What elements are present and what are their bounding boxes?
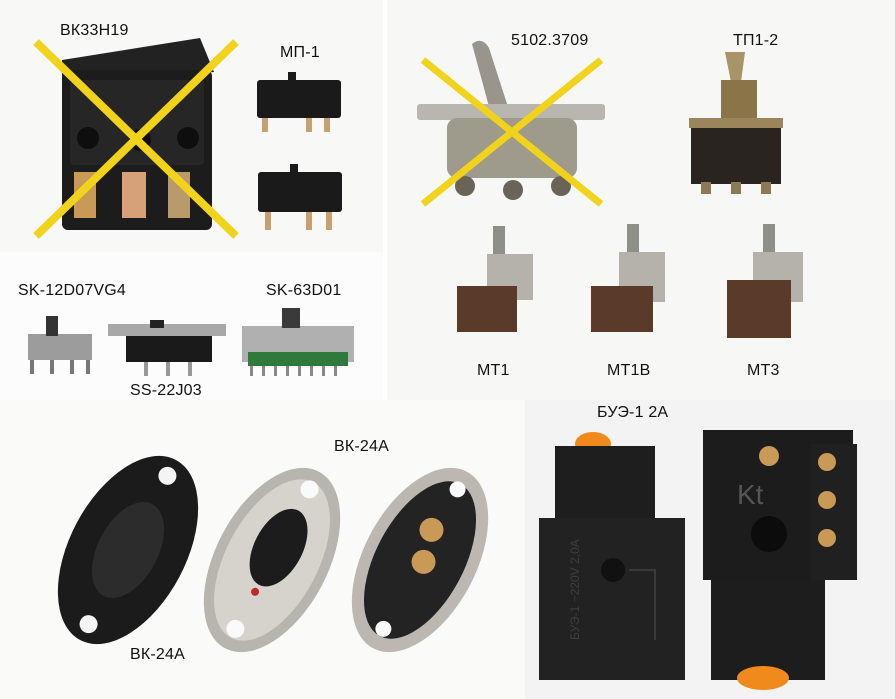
label-vk33n19: ВК33Н19 [60, 22, 129, 39]
panel-bue1-switch: БУЭ-1 ~220V 2,0A Kt БУЭ-1 2А [525, 400, 895, 699]
vk33n19-switch [62, 38, 214, 230]
label-bue1: БУЭ-1 2А [597, 404, 669, 421]
panel-rocker-and-microswitches: ВК33Н19 МП-1 [0, 0, 383, 252]
vk24a-black [57, 455, 199, 645]
label-ss22j03: SS-22J03 [130, 382, 202, 399]
photo-rocker-microswitches [33, 38, 342, 239]
bue1-marking: БУЭ-1 ~220V 2,0A [568, 539, 582, 640]
panel-slide-switches: SK-12D07VG4 SK-63D01 SS-22J03 [0, 252, 383, 400]
photo-bue1-switch: БУЭ-1 ~220V 2,0A Kt [539, 430, 857, 690]
label-mt1: МТ1 [477, 362, 510, 379]
sk63d01-switch [242, 308, 354, 376]
mp1-microswitch-top [257, 72, 341, 132]
photo-slide-switches [28, 308, 354, 376]
mt1-switch [457, 226, 533, 332]
mp1-microswitch-bottom [258, 164, 342, 230]
label-sk63d01: SK-63D01 [266, 282, 342, 299]
label-vk24a-top: ВК-24А [334, 438, 389, 455]
label-vk24a-bottom: ВК-24А [130, 646, 185, 663]
vk24a-open [351, 467, 489, 653]
label-mp1: МП-1 [280, 44, 320, 61]
label-mt1v: МТ1В [607, 362, 651, 379]
panel-toggle-switches: 5102.3709 ТП1-2 МТ1 МТ1В МТ3 [387, 0, 895, 400]
mt3-switch [727, 224, 803, 338]
photo-toggle-switches [417, 40, 803, 338]
mt1v-switch [591, 224, 665, 332]
ss22j03-switch [108, 320, 226, 376]
cross-mark [420, 57, 604, 207]
label-tp1-2: ТП1-2 [733, 32, 779, 49]
label-mt3: МТ3 [747, 362, 780, 379]
cross-mark [33, 39, 239, 239]
panel-vk24a-switches: ВК-24А ВК-24А [0, 400, 525, 699]
bue1-front [539, 432, 685, 680]
switch-5102-3709 [417, 40, 605, 200]
vk24a-chrome [203, 467, 341, 653]
tp1-2-switch [689, 52, 783, 194]
label-sk12d07vg4: SK-12D07VG4 [18, 282, 127, 299]
photo-vk24a-switches [57, 455, 489, 653]
bue1-kt-marking: Kt [737, 479, 764, 510]
label-5102-3709: 5102.3709 [511, 32, 589, 49]
sk12d07vg4-switch [28, 316, 92, 374]
bue1-back [703, 430, 857, 690]
